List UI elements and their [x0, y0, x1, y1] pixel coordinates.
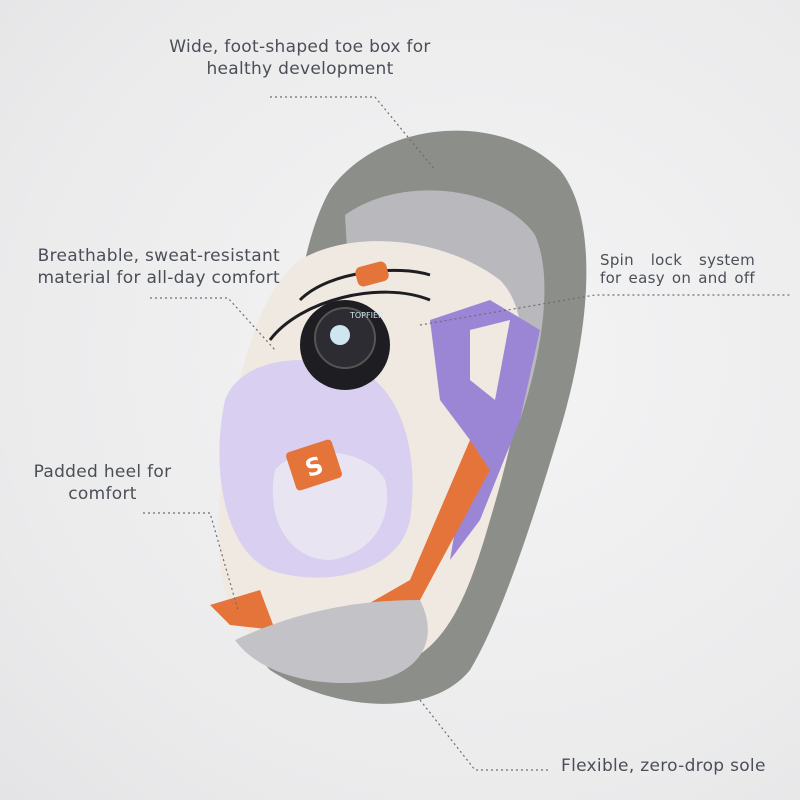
material-annotation: Breathable, sweat-resistant material for…: [10, 245, 280, 289]
annotation-line: healthy development: [206, 59, 394, 79]
orange-stripe: [340, 440, 490, 640]
sole-annotation: Flexible, zero-drop sole: [561, 755, 766, 777]
leader-lines: [143, 96, 790, 771]
annotation-line: Spin lock system: [600, 251, 755, 269]
toe-box-annotation: Wide, foot-shaped toe box for healthy de…: [150, 36, 450, 80]
annotation-line: Flexible, zero-drop sole: [561, 756, 766, 776]
heel-annotation: Padded heel for comfort: [15, 461, 190, 505]
dial-logo-icon: [330, 325, 350, 345]
spin-lock-annotation: Spin lock system for easy on and off: [600, 251, 755, 287]
annotation-line: Breathable, sweat-resistant: [37, 246, 280, 266]
dial-brand: TOPFIER: [349, 311, 384, 320]
lace-lock: [355, 261, 389, 287]
annotation-line: for easy on and off: [600, 269, 755, 287]
annotation-line: Wide, foot-shaped toe box for: [169, 37, 431, 57]
annotation-line: Padded heel for: [33, 462, 172, 482]
heel-counter: [235, 600, 428, 684]
annotation-line: comfort: [68, 484, 137, 504]
annotation-line: material for all-day comfort: [37, 268, 280, 288]
heel-tab: [286, 439, 342, 491]
heel-pull-tab: [210, 590, 275, 630]
purple-stripe: [430, 300, 540, 560]
